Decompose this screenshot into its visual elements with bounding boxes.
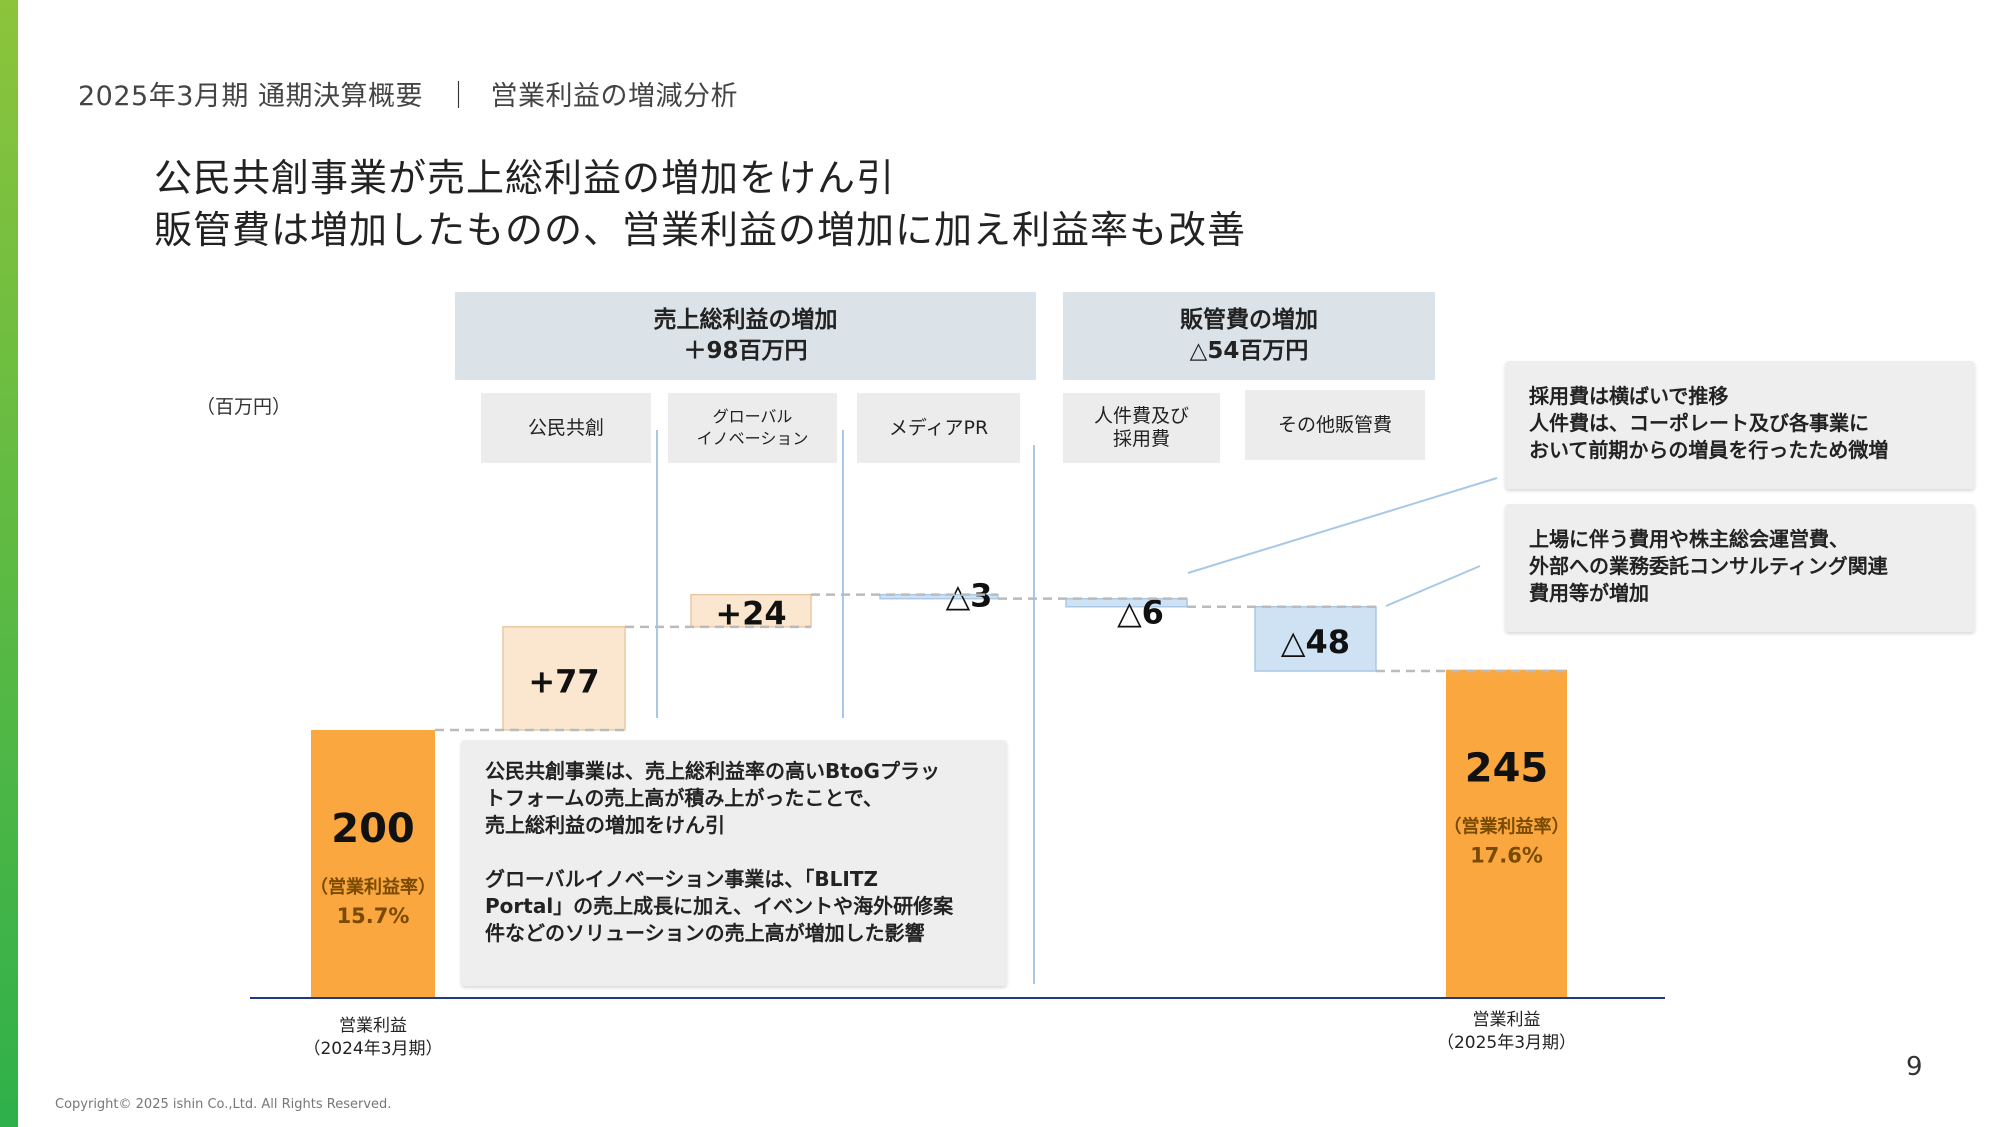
category-label: その他販管費 bbox=[1277, 413, 1392, 436]
accent-bar bbox=[0, 0, 18, 1127]
x-axis-label: 営業利益 bbox=[1473, 1010, 1541, 1030]
group-gross-profit-amount: ＋98百万円 bbox=[683, 338, 808, 364]
group-sga-increase: 販管費の増加 △54百万円 bbox=[1063, 292, 1435, 380]
category-label-line-1: グローバル bbox=[712, 407, 793, 426]
note-line: グローバルイノベーション事業は、「BLITZ bbox=[485, 867, 878, 891]
header-section: 営業利益の増減分析 bbox=[490, 81, 738, 112]
note-other-sga: 上場に伴う費用や株主総会運営費、 外部への業務委託コンサルティング関連 費用等が… bbox=[1505, 504, 1975, 632]
callout-line bbox=[1187, 477, 1498, 574]
note-line: 費用等が増加 bbox=[1529, 581, 1649, 605]
bar-other_sga bbox=[1254, 605, 1377, 672]
x-axis-label: （2025年3月期） bbox=[1437, 1033, 1576, 1053]
category-label-line-1: 人件費及び bbox=[1093, 405, 1189, 427]
bar-value-label: △48 bbox=[1281, 623, 1350, 661]
headline-line-1: 公民共創事業が売上総利益の増加をけん引 bbox=[154, 156, 896, 200]
bar-kouminkyousou bbox=[502, 626, 626, 731]
rate-label: （営業利益率） bbox=[310, 876, 436, 898]
category-personnel: 人件費及び 採用費 bbox=[1063, 393, 1220, 463]
x-axis-label: 営業利益 bbox=[339, 1016, 407, 1036]
note-line: 採用費は横ばいで推移 bbox=[1529, 384, 1729, 408]
category-label-line-2: 採用費 bbox=[1112, 428, 1170, 450]
note-paragraph-1: 公民共創事業は、売上総利益率の高いBtoGプラッ トフォームの売上高が積み上がっ… bbox=[485, 758, 983, 839]
note-personnel: 採用費は横ばいで推移 人件費は、コーポレート及び各事業に おいて前期からの増員を… bbox=[1505, 361, 1975, 489]
category-global-innovation: グローバル イノベーション bbox=[668, 393, 837, 463]
note-line: Portal」の売上成長に加え、イベントや海外研修案 bbox=[485, 894, 954, 918]
note-line: おいて前期からの増員を行ったため微増 bbox=[1529, 438, 1889, 462]
category-label-line-2: イノベーション bbox=[696, 429, 809, 448]
group-gross-profit-title: 売上総利益の増加 bbox=[653, 307, 838, 333]
unit-label: （百万円） bbox=[196, 396, 292, 418]
callout-line bbox=[1385, 565, 1481, 607]
bar-end bbox=[1446, 669, 1567, 998]
bar-value-label: △6 bbox=[1117, 594, 1164, 632]
note-line: 売上総利益の増加をけん引 bbox=[485, 813, 725, 837]
note-line: 外部への業務委託コンサルティング関連 bbox=[1529, 554, 1888, 578]
page-number: 9 bbox=[1906, 1052, 1923, 1082]
category-media-pr: メディアPR bbox=[857, 393, 1020, 463]
bar-value-label: 200 bbox=[331, 806, 415, 852]
headline-line-2: 販管費は増加したものの、営業利益の増加に加え利益率も改善 bbox=[154, 208, 1247, 252]
category-label: メディアPR bbox=[888, 416, 989, 439]
slide-header: 2025年3月期 通期決算概要 ｜ 営業利益の増減分析 bbox=[78, 74, 738, 113]
x-axis-label: （2024年3月期） bbox=[303, 1039, 442, 1059]
group-sga-amount: △54百万円 bbox=[1189, 338, 1309, 364]
rate-value: 17.6% bbox=[1470, 844, 1543, 868]
copyright: Copyright© 2025 ishin Co.,Ltd. All Right… bbox=[55, 1097, 392, 1112]
category-other-sga: その他販管費 bbox=[1245, 390, 1425, 460]
note-line: トフォームの売上高が積み上がったことで、 bbox=[485, 786, 883, 810]
note-line: 上場に伴う費用や株主総会運営費、 bbox=[1529, 527, 1849, 551]
bar-start bbox=[311, 730, 435, 998]
category-kouminkyousou: 公民共創 bbox=[481, 393, 651, 463]
bar-value-label: 245 bbox=[1465, 746, 1549, 792]
group-gross-profit-increase: 売上総利益の増加 ＋98百万円 bbox=[455, 292, 1036, 380]
note-gross-profit-drivers: 公民共創事業は、売上総利益率の高いBtoGプラッ トフォームの売上高が積み上がっ… bbox=[461, 740, 1007, 986]
rate-value: 15.7% bbox=[337, 904, 410, 928]
rate-label: （営業利益率） bbox=[1444, 816, 1570, 838]
note-paragraph-2: グローバルイノベーション事業は、「BLITZ Portal」の売上成長に加え、イ… bbox=[485, 866, 983, 947]
headline: 公民共創事業が売上総利益の増加をけん引 販管費は増加したものの、営業利益の増加に… bbox=[154, 152, 1246, 256]
note-line: 件などのソリューションの売上高が増加した影響 bbox=[485, 921, 925, 945]
group-sga-title: 販管費の増加 bbox=[1180, 307, 1318, 333]
category-label: 公民共創 bbox=[527, 416, 604, 439]
bar-global bbox=[690, 593, 812, 628]
header-period: 2025年3月期 通期決算概要 bbox=[78, 81, 423, 112]
note-line: 人件費は、コーポレート及び各事業に bbox=[1529, 411, 1869, 435]
note-line: 公民共創事業は、売上総利益率の高いBtoGプラッ bbox=[485, 759, 940, 783]
header-separator: ｜ bbox=[444, 81, 473, 112]
bar-value-label: +77 bbox=[528, 662, 599, 700]
